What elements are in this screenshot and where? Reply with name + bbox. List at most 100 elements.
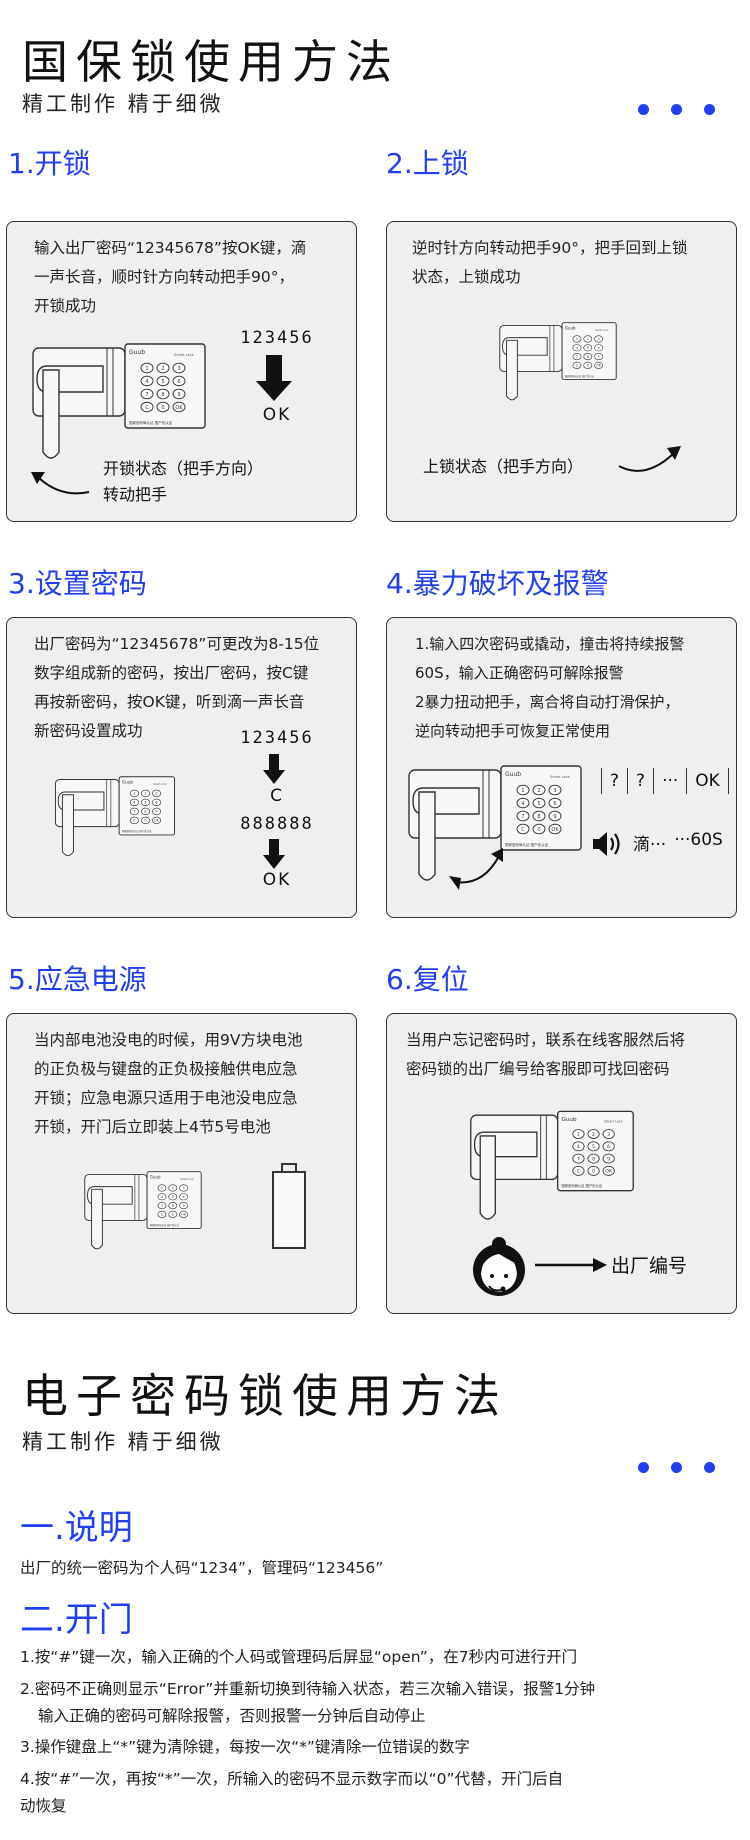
keypad-key: 8: [583, 353, 593, 361]
keypad-key: 8: [156, 388, 170, 400]
keypad-key: 4: [157, 1193, 167, 1201]
down-arrow-icon: [263, 754, 285, 784]
part2-heading-description: 一.说明: [20, 1508, 133, 1548]
keypad-key: 7: [516, 810, 530, 822]
keypad-key: 7: [140, 388, 154, 400]
down-arrow-icon: [256, 355, 292, 401]
speaker-icon: [593, 832, 620, 856]
svg-text:2: 2: [592, 1132, 595, 1138]
arrow-right-icon: [535, 1258, 607, 1272]
part2-subtitle: 精工制作 精于细微: [22, 1430, 224, 1454]
section-heading-set-password: 3.设置密码: [8, 567, 147, 600]
page-subtitle: 精工制作 精于细微: [22, 92, 224, 116]
svg-text:OK: OK: [175, 405, 183, 411]
keypad-key: 2: [156, 362, 170, 374]
keypad-key: 6: [548, 797, 562, 809]
keypad-key: 8: [168, 1202, 178, 1210]
card-reset: 当用户忘记密码时，联系在线客服然后将 密码锁的出厂编号给客服即可找回密码 Guu…: [386, 1013, 737, 1314]
svg-text:3: 3: [183, 1186, 185, 1190]
svg-text:Guub: Guub: [561, 1117, 577, 1123]
svg-text:1: 1: [521, 788, 524, 794]
keypad-key: 5: [583, 344, 593, 352]
keypad-key: OK: [548, 823, 562, 835]
svg-text:1: 1: [161, 1186, 163, 1190]
keypad-key: 2: [587, 1129, 600, 1140]
svg-text:9: 9: [553, 814, 556, 820]
keypad-key: OK: [602, 1165, 615, 1176]
svg-text:4: 4: [521, 801, 524, 807]
svg-text:OK: OK: [605, 1169, 613, 1175]
svg-text:0: 0: [587, 364, 589, 368]
key-sequence: ? ? ··· OK: [601, 768, 729, 794]
svg-text:8: 8: [537, 814, 540, 820]
keypad-key: 4: [572, 1141, 585, 1152]
svg-text:OK: OK: [596, 364, 602, 368]
rotate-arrow-icon: [449, 848, 503, 890]
keypad-key: 9: [548, 810, 562, 822]
svg-text:9: 9: [177, 392, 180, 398]
keypad-key: OK: [594, 361, 603, 369]
svg-text:国家密码局认证 国产化认证: 国家密码局认证 国产化认证: [122, 829, 152, 833]
keypad-key: 9: [594, 353, 603, 361]
svg-text:Guub: Guub: [505, 771, 521, 778]
keypad-key: 7: [157, 1202, 167, 1210]
customer-service-icon: [473, 1237, 525, 1296]
keypad-key: 6: [152, 798, 162, 807]
svg-text:7: 7: [161, 1204, 163, 1208]
keypad-key: C: [516, 823, 530, 835]
keypad-key: 1: [129, 789, 139, 798]
keypad-key: 0: [587, 1165, 600, 1176]
rotate-arrow-icon: [31, 472, 90, 495]
svg-text:6: 6: [607, 1144, 610, 1150]
svg-text:0: 0: [172, 1213, 174, 1217]
svg-text:Guub: Guub: [122, 780, 133, 785]
card-text: 出厂密码为“12345678”可更改为8-15位 数字组成新的密码，按出厂密码，…: [34, 635, 320, 740]
section-heading-lock: 2.上锁: [386, 147, 469, 180]
keypad-key: 9: [152, 807, 162, 816]
keypad-key: 6: [172, 375, 186, 387]
svg-text:4: 4: [576, 346, 578, 350]
keypad-key: 4: [572, 344, 582, 352]
svg-text:2: 2: [587, 337, 589, 341]
page-title: 国保锁使用方法: [22, 35, 400, 89]
keypad-key: 1: [516, 784, 530, 796]
keypad-key: 1: [572, 1129, 585, 1140]
list-item: 输入正确的密码可解除报警，否则报警一分钟后自动停止: [38, 1707, 426, 1725]
keypad-key: 7: [572, 353, 582, 361]
keypad-key: 1: [140, 362, 154, 374]
card-text: 1.输入四次密码或撬动，撞击将持续报警 60S，输入正确密码可解除报警 2暴力扭…: [415, 635, 685, 740]
svg-text:1: 1: [577, 1132, 580, 1138]
svg-text:Smart Lock: Smart Lock: [604, 1120, 623, 1124]
svg-text:6: 6: [183, 1195, 185, 1199]
keypad-key: 3: [152, 789, 162, 798]
svg-text:2: 2: [144, 792, 146, 796]
svg-text:Smart Lock: Smart Lock: [180, 1178, 194, 1181]
section-heading-reset: 6.复位: [386, 963, 469, 996]
keypad-key: 2: [532, 784, 546, 796]
svg-text:0: 0: [592, 1169, 595, 1175]
lock-note: 上锁状态（把手方向）: [423, 457, 584, 476]
svg-text:7: 7: [577, 1156, 580, 1162]
svg-text:6: 6: [155, 801, 157, 805]
svg-text:1: 1: [576, 337, 578, 341]
keypad-key: 7: [572, 1153, 585, 1164]
keypad-key: 3: [548, 784, 562, 796]
down-arrow-icon: [263, 839, 285, 869]
svg-text:Smart Lock: Smart Lock: [174, 353, 195, 357]
svg-text:Guub: Guub: [150, 1174, 161, 1179]
svg-text:Guub: Guub: [129, 349, 145, 356]
part2-title: 电子密码锁使用方法: [22, 1369, 508, 1423]
svg-text:9: 9: [607, 1156, 610, 1162]
svg-text:3: 3: [607, 1132, 610, 1138]
keypad-key: C: [157, 1210, 167, 1218]
list-item: 1.按“#”键一次，输入正确的个人码或管理码后屏显“open”，在7秒内可进行开…: [20, 1648, 578, 1666]
keypad-key: 3: [602, 1129, 615, 1140]
key-question-1: ?: [610, 771, 620, 791]
keypad-key: 0: [532, 823, 546, 835]
svg-text:0: 0: [537, 827, 540, 833]
